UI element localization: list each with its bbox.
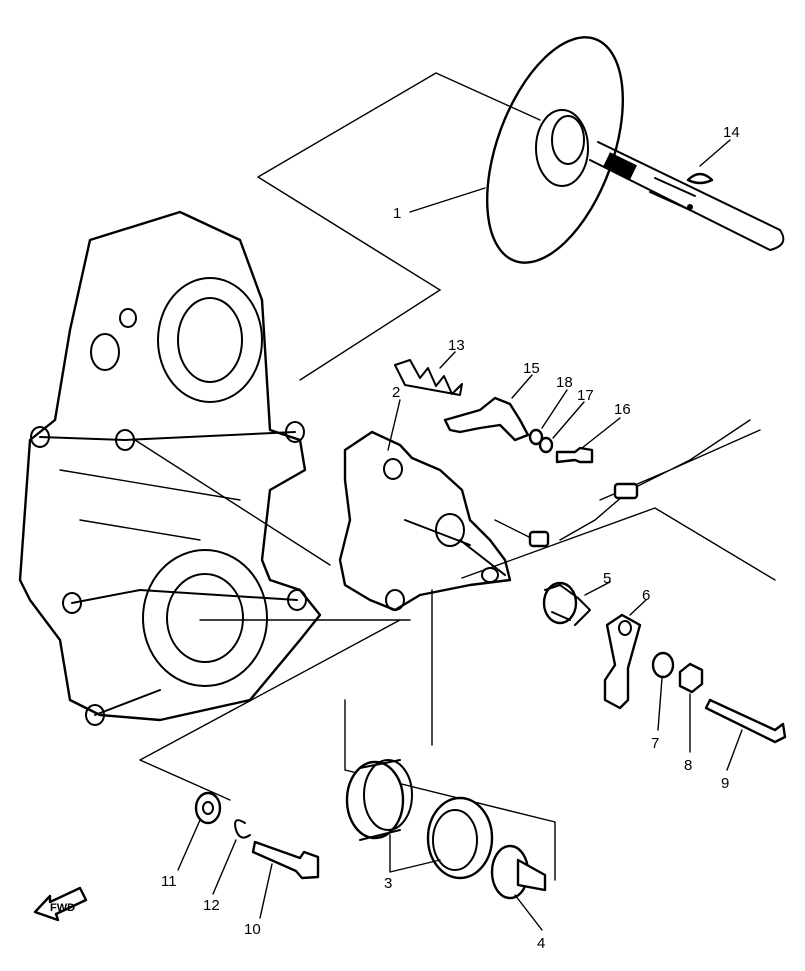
callout-9: 9 bbox=[721, 775, 729, 792]
part-4-pin bbox=[490, 844, 547, 900]
cable-end bbox=[528, 530, 550, 548]
part-7-washer bbox=[651, 651, 675, 679]
part-17-washer bbox=[538, 436, 554, 454]
callout-7: 7 bbox=[651, 735, 659, 752]
part-15-plate bbox=[443, 396, 530, 442]
part-2-bracket bbox=[338, 430, 512, 612]
leader-lines bbox=[177, 139, 743, 931]
part-1-sheave-shaft bbox=[485, 36, 785, 264]
fwd-arrow: FWD bbox=[33, 886, 88, 922]
fwd-label: FWD bbox=[50, 902, 75, 914]
part-5-coil bbox=[542, 581, 591, 626]
callout-11: 11 bbox=[161, 873, 177, 890]
part-14-key bbox=[686, 172, 714, 185]
callout-15: 15 bbox=[523, 360, 540, 377]
housing bbox=[18, 210, 322, 726]
part-13-spring bbox=[394, 359, 463, 396]
callout-3: 3 bbox=[384, 875, 392, 892]
part-6-lever bbox=[603, 613, 642, 710]
callout-17: 17 bbox=[577, 387, 594, 404]
part-9-bolt bbox=[704, 698, 787, 744]
callout-1: 1 bbox=[393, 205, 401, 222]
callout-labels: 1 2 3 4 5 6 7 8 9 10 11 12 13 14 15 16 1… bbox=[161, 124, 740, 952]
cable-sleeve bbox=[613, 482, 639, 500]
callout-14: 14 bbox=[723, 124, 740, 141]
right-guide-lines bbox=[344, 507, 776, 881]
part-18-washer bbox=[528, 428, 544, 446]
part-12-ring bbox=[234, 819, 251, 839]
callout-4: 4 bbox=[537, 935, 545, 952]
callout-12: 12 bbox=[203, 897, 220, 914]
part-3-cap bbox=[345, 759, 494, 880]
callout-16: 16 bbox=[614, 401, 631, 418]
part-1-outline-box bbox=[257, 72, 541, 381]
callout-10: 10 bbox=[244, 921, 261, 938]
part-11-washer bbox=[194, 791, 222, 825]
callout-18: 18 bbox=[556, 374, 573, 391]
callout-6: 6 bbox=[642, 587, 650, 604]
part-16-screw bbox=[555, 446, 594, 464]
housing-guide-lines bbox=[134, 439, 411, 801]
callout-8: 8 bbox=[684, 757, 692, 774]
part-10-bolt bbox=[251, 840, 320, 880]
callout-2: 2 bbox=[392, 384, 400, 401]
callout-13: 13 bbox=[448, 337, 465, 354]
callout-5: 5 bbox=[603, 570, 611, 587]
part-8-nut bbox=[678, 662, 704, 694]
